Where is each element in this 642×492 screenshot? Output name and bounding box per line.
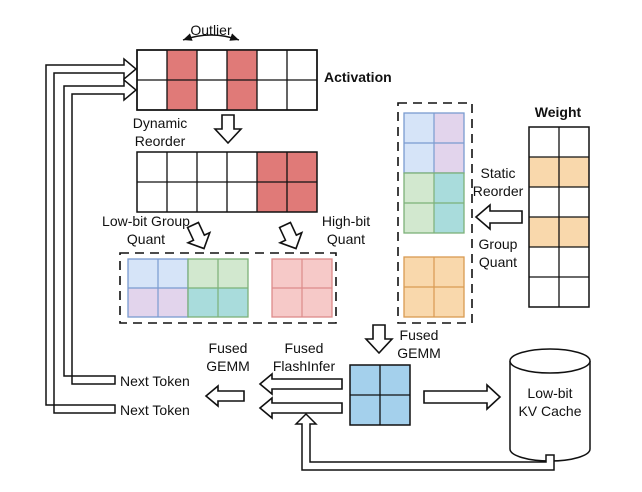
outlier-arrow: [182, 33, 240, 41]
high-bit-blocks: [271, 258, 333, 318]
low-bit-grouped-blocks: [127, 258, 249, 318]
group-quant-label-line1: Group: [479, 236, 518, 252]
low-bit-group-quant-label-line2: Quant: [127, 231, 165, 247]
dynamic-reorder-label-line2: Reorder: [135, 133, 186, 149]
high-bit-quant-label-line1: High-bit: [322, 213, 370, 229]
feedback-loop-inner: [63, 78, 138, 385]
left-arrow-flashinfer: [258, 372, 343, 396]
fused-gemm-left-label-line1: Fused: [209, 340, 248, 356]
fused-gemm-right-label-line2: GEMM: [397, 345, 441, 361]
fused-flashinfer-label-line2: FlashInfer: [273, 358, 336, 374]
left-arrow-output: [258, 396, 343, 420]
fused-flashinfer-label-line1: Fused: [285, 340, 324, 356]
quantized-activation-group: [119, 252, 337, 324]
weight-group-blue-purple: [403, 112, 465, 174]
output-matrix: [349, 364, 411, 426]
reordered-activation-matrix: [136, 151, 318, 213]
fused-gemm-left-label-line2: GEMM: [206, 358, 250, 374]
kv-cache-cylinder: [509, 348, 591, 462]
weight-group-green-teal: [403, 172, 465, 234]
quantized-weight-group: [397, 102, 473, 324]
group-quant-label-line2: Quant: [479, 254, 517, 270]
left-arrow-gemm: [204, 384, 245, 408]
feedback-loop-outer: [45, 57, 138, 414]
high-bit-quant-label-line2: Quant: [327, 231, 365, 247]
arrow-to-high-bit: [277, 221, 304, 250]
activation-label: Activation: [324, 69, 392, 85]
right-arrow-kv-cache: [423, 383, 502, 411]
kv-cache-label-line1: Low-bit: [527, 385, 572, 401]
activation-matrix: [136, 49, 318, 111]
kv-cache-return-arrow: [294, 412, 555, 471]
low-bit-group-quant-label-line1: Low-bit Group: [102, 213, 190, 229]
left-arrow-weight: [474, 203, 523, 231]
weight-label: Weight: [535, 104, 582, 120]
next-token-label-1: Next Token: [120, 373, 190, 389]
weight-matrix: [528, 126, 590, 308]
fused-gemm-right-label-line1: Fused: [400, 327, 439, 343]
weight-group-orange: [403, 256, 465, 318]
down-arrow-reorder: [213, 114, 243, 145]
next-token-label-2: Next Token: [120, 402, 190, 418]
arrow-to-low-bit: [185, 221, 212, 250]
dynamic-reorder-label-line1: Dynamic: [133, 115, 187, 131]
static-reorder-label-line1: Static: [480, 165, 515, 181]
kv-cache-label-line2: KV Cache: [518, 403, 581, 419]
down-arrow-fused-gemm: [364, 324, 394, 355]
static-reorder-label-line2: Reorder: [473, 183, 524, 199]
